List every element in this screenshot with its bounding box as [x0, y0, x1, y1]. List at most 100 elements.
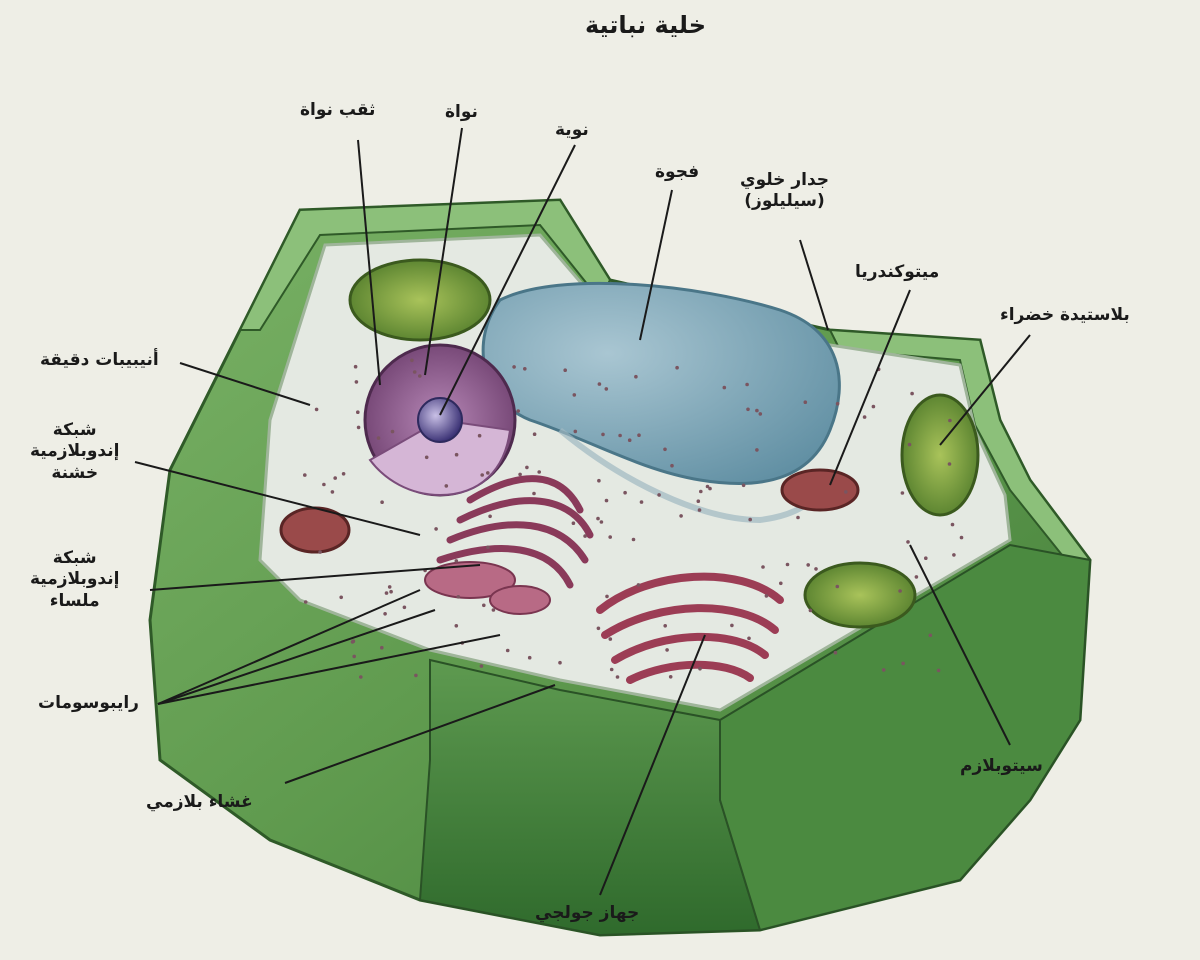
ribosome-dot [632, 538, 636, 542]
ribosome-dot [834, 651, 838, 655]
ribosome-dot [697, 499, 701, 503]
ribosome-dot [745, 383, 749, 387]
ribosome-dot [929, 634, 933, 638]
ribosome-dot [425, 456, 429, 460]
ribosome-dot [352, 655, 356, 659]
ribosome-dot [765, 594, 769, 598]
label-plasma-membrane: غشاء بلازمي [146, 792, 253, 813]
ribosome-dot [836, 402, 840, 406]
ribosome-dot [383, 612, 387, 616]
ribosome-dot [637, 583, 641, 587]
ribosome-dot [315, 408, 319, 412]
ribosome-dot [391, 430, 395, 434]
ribosome-dot [908, 443, 912, 447]
ribosome-dot [806, 563, 810, 567]
label-mitochondria: ميتوكندريا [855, 262, 939, 283]
ribosome-dot [486, 471, 490, 475]
ribosome-dot [403, 606, 407, 610]
ribosome-dot [637, 433, 641, 437]
ribosome-dot [960, 536, 964, 540]
ribosome-dot [339, 596, 343, 600]
ribosome-dot [380, 646, 384, 650]
ribosome-dot [413, 370, 417, 374]
ribosome-dot [706, 485, 710, 489]
ribosome-dot [898, 589, 902, 593]
ribosome-dot [482, 604, 486, 608]
ribosome-dot [480, 473, 484, 477]
ribosome-dot [748, 518, 752, 522]
chloroplast-bottom [805, 563, 915, 627]
ribosome-dot [948, 462, 952, 466]
ribosome-dot [377, 436, 381, 440]
ribosome-dot [572, 521, 576, 525]
ribosome-dot [605, 499, 609, 503]
ribosome-dot [605, 595, 609, 599]
ribosome-dot [698, 508, 702, 512]
ribosome-dot [924, 556, 928, 560]
ribosome-dot [445, 484, 449, 488]
ribosome-dot [574, 430, 578, 434]
ribosome-dot [679, 514, 683, 518]
ribosome-dot [634, 375, 638, 379]
ribosome-dot [882, 668, 886, 672]
label-golgi: جهاز جولجي [535, 903, 639, 924]
ribosome-dot [418, 374, 422, 378]
ribosome-dot [670, 464, 674, 468]
ribosome-dot [755, 409, 759, 413]
ribosome-dot [723, 386, 727, 390]
ribosome-dot [618, 434, 622, 438]
ribosome-dot [616, 675, 620, 679]
ribosome-dot [480, 664, 484, 668]
ribosome-dot [755, 448, 759, 452]
ribosome-dot [518, 473, 522, 477]
ribosome-dot [609, 637, 613, 641]
ribosome-dot [532, 492, 536, 496]
ribosome-dot [844, 490, 848, 494]
ribosome-dot [331, 490, 335, 494]
ribosome-dot [663, 448, 667, 452]
ribosome-dot [342, 472, 346, 476]
ribosome-dot [523, 367, 527, 371]
ribosome-dot [385, 591, 389, 595]
label-smooth-er: شبكة إندوبلازمية ملساء [30, 548, 119, 612]
ribosome-dot [478, 434, 482, 438]
ribosome-dot [528, 656, 532, 660]
ribosome-dot [533, 432, 537, 436]
ribosome-dot [304, 600, 308, 604]
ribosome-dot [455, 624, 459, 628]
ribosome-dot [355, 380, 359, 384]
ribosome-dot [597, 479, 601, 483]
ribosome-dot [937, 669, 941, 673]
ribosome-dot [455, 453, 459, 457]
ribosome-dot [601, 433, 605, 437]
label-cell-wall: جدار خلوي (سيليلوز) [740, 170, 829, 213]
ribosome-dot [901, 491, 905, 495]
ribosome-dot [640, 500, 644, 504]
ribosome-dot [836, 585, 840, 589]
ribosome-dot [597, 627, 601, 631]
ribosome-dot [354, 365, 358, 369]
ribosome-dot [457, 595, 461, 599]
ribosome-dot [357, 426, 361, 430]
label-nucleus: نواة [445, 102, 478, 123]
ribosome-dot [809, 609, 813, 613]
ribosome-dot [730, 624, 734, 628]
ribosome-dot [872, 405, 876, 409]
ribosome-dot [318, 550, 322, 554]
ribosome-dot [351, 640, 355, 644]
ribosome-dot [901, 662, 905, 666]
label-chloroplast: بلاستيدة خضراء [1000, 305, 1130, 326]
ribosome-dot [598, 382, 602, 386]
ribosome-dot [333, 476, 337, 480]
ribosome-dot [952, 553, 956, 557]
ribosome-dot [742, 484, 746, 488]
ribosome-dot [537, 470, 541, 474]
ribosome-dot [779, 582, 783, 586]
label-vacuole: فجوة [655, 162, 699, 183]
ribosome-dot [525, 466, 529, 470]
ribosome-dot [657, 493, 661, 497]
ribosome-dot [910, 392, 914, 396]
ribosome-dot [675, 366, 679, 370]
ribosome-dot [492, 608, 496, 612]
ribosome-dot [410, 359, 414, 363]
